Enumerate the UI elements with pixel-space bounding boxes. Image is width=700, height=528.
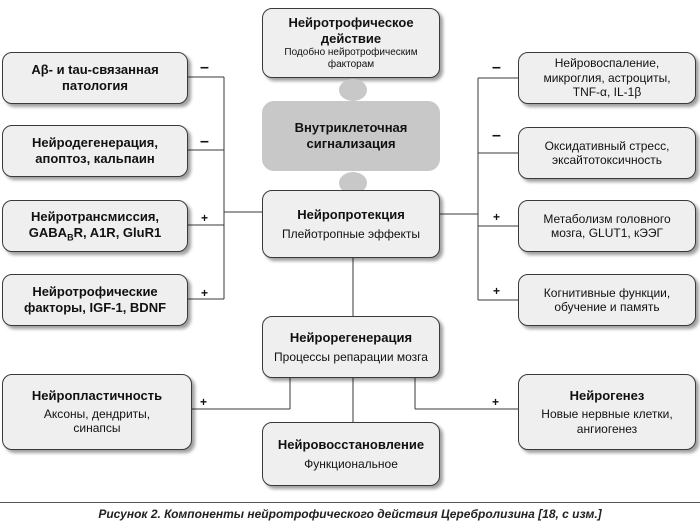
sign-neurotrophic-factors: + bbox=[201, 286, 209, 300]
left-box-neuroplasticity: Нейропластичность Аксоны, дендриты, сина… bbox=[2, 374, 192, 450]
sign-neurogenesis: + bbox=[492, 395, 500, 409]
right-box-neurogenesis-title: Нейрогенез bbox=[569, 387, 645, 403]
right-box-cognition: Когнитивные функции, обучение и память bbox=[518, 274, 696, 326]
right-box-neuroinflammation: Нейровоспаление, микроглия, астроциты, T… bbox=[518, 52, 696, 104]
sign-neurotransmission: + bbox=[201, 211, 209, 225]
sign-neuroinflammation: – bbox=[492, 59, 501, 76]
neurotrophic-action-box: Нейротрофическое действие Подобно нейрот… bbox=[262, 8, 440, 78]
signaling-connector-top bbox=[339, 79, 367, 101]
neuroregeneration-title: Нейрорегенерация bbox=[289, 330, 413, 345]
left-box-neurotransmission: Нейротрансмиссия, GABABR, A1R, GluR1 bbox=[2, 200, 188, 252]
left-box-neurodegeneration: Нейродегенерация, апоптоз, кальпаин bbox=[2, 125, 188, 177]
sign-amyloid-tau: – bbox=[200, 59, 209, 76]
neurorecovery-sub: Функциональное bbox=[304, 456, 398, 471]
signaling-connector-bottom bbox=[339, 172, 367, 194]
left-box-neuroplasticity-sub: Аксоны, дендриты, синапсы bbox=[43, 406, 151, 436]
neurotransmission-text-a: Нейротрансмиссия, GABA bbox=[28, 209, 160, 240]
neurotrophic-action-sub: Подобно нейротрофическим факторам bbox=[284, 46, 418, 70]
neuroprotection-sub: Плейотропные эффекты bbox=[281, 226, 421, 241]
right-box-metabolism: Метаболизм головного мозга, GLUT1, кЭЭГ bbox=[518, 200, 696, 252]
signaling-box: Внутриклеточная сигнализация bbox=[262, 101, 440, 171]
neurorecovery-box: Нейровосстановление Функциональное bbox=[262, 422, 440, 486]
signaling-title: Внутриклеточная сигнализация bbox=[294, 119, 408, 151]
right-box-cognition-text: Когнитивные функции, обучение и память bbox=[543, 285, 671, 314]
neurorecovery-title: Нейровосстановление bbox=[277, 437, 425, 452]
sign-metabolism: + bbox=[493, 210, 501, 224]
figure-caption: Рисунок 2. Компоненты нейротрофического … bbox=[98, 507, 602, 521]
neuroregeneration-sub: Процессы репарации мозга bbox=[274, 349, 428, 364]
left-box-neurodegeneration-title: Нейродегенерация, апоптоз, кальпаин bbox=[32, 135, 158, 166]
sign-oxidative-stress: – bbox=[492, 127, 501, 144]
left-box-amyloid-tau: Aβ- и tau-связанная патология bbox=[2, 52, 188, 104]
neuroprotection-title: Нейропротекция bbox=[297, 207, 405, 222]
right-box-oxidative-stress-text: Оксидативный стресс, эксайтотоксичность bbox=[544, 138, 670, 167]
sign-cognition: + bbox=[493, 284, 501, 298]
neurotransmission-text-b: R, A1R, GluR1 bbox=[73, 224, 162, 240]
left-box-neurotrophic-factors: Нейротрофические факторы, IGF-1, BDNF bbox=[2, 274, 188, 326]
right-box-neurogenesis-sub: Новые нервные клетки, ангиогенез bbox=[541, 407, 673, 436]
left-box-amyloid-tau-title: Aβ- и tau-связанная патология bbox=[31, 62, 159, 93]
neurotrophic-action-title: Нейротрофическое действие bbox=[288, 15, 414, 46]
neuroprotection-box: Нейропротекция Плейотропные эффекты bbox=[262, 190, 440, 258]
right-box-neuroinflammation-text: Нейровоспаление, микроглия, астроциты, T… bbox=[543, 56, 671, 100]
sign-neuroplasticity: + bbox=[200, 395, 208, 409]
right-box-oxidative-stress: Оксидативный стресс, эксайтотоксичность bbox=[518, 127, 696, 179]
neurotransmission-subscript: B bbox=[67, 232, 74, 243]
right-box-metabolism-text: Метаболизм головного мозга, GLUT1, кЭЭГ bbox=[543, 211, 671, 240]
left-box-neurotrophic-factors-title: Нейротрофические факторы, IGF-1, BDNF bbox=[23, 284, 167, 315]
left-box-neurotransmission-title: Нейротрансмиссия, GABABR, A1R, GluR1 bbox=[9, 209, 181, 243]
right-box-neurogenesis: Нейрогенез Новые нервные клетки, ангиоге… bbox=[518, 374, 696, 450]
caption-divider bbox=[0, 502, 700, 503]
neuroregeneration-box: Нейрорегенерация Процессы репарации мозг… bbox=[262, 316, 440, 378]
sign-neurodegeneration: – bbox=[200, 133, 209, 150]
left-box-neuroplasticity-title: Нейропластичность bbox=[31, 388, 163, 404]
